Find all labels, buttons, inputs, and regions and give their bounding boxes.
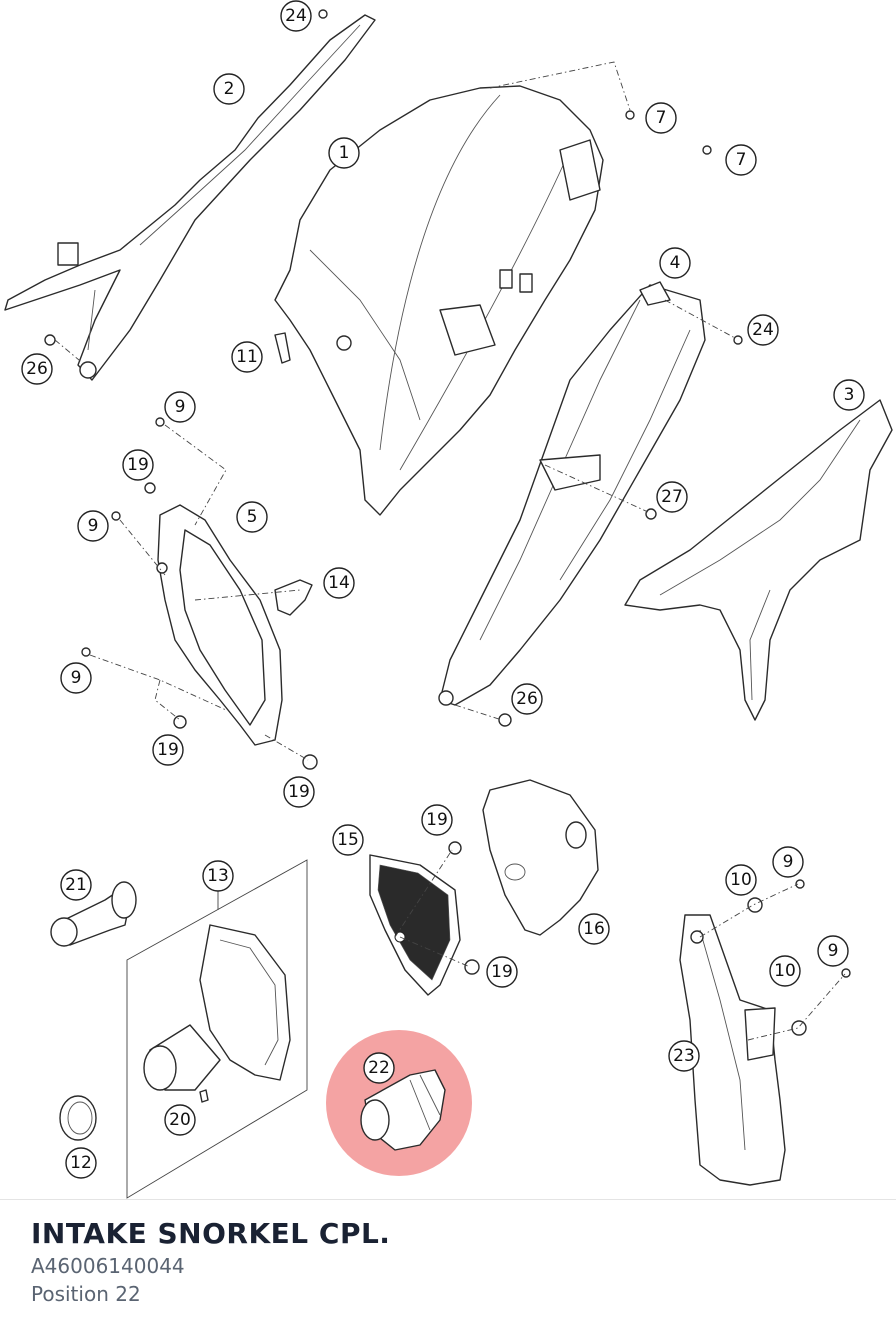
callout-26-left[interactable]: 26	[21, 353, 53, 385]
callout-10-a[interactable]: 10	[725, 864, 757, 896]
svg-text:19: 19	[491, 962, 513, 982]
callout-19-c[interactable]: 19	[283, 776, 315, 808]
svg-text:10: 10	[730, 870, 752, 890]
svg-text:27: 27	[661, 487, 683, 507]
callout-24-right[interactable]: 24	[747, 314, 779, 346]
callout-2[interactable]: 2	[213, 73, 245, 105]
svg-text:26: 26	[26, 359, 48, 379]
svg-text:19: 19	[157, 740, 179, 760]
svg-text:9: 9	[175, 397, 186, 417]
svg-text:16: 16	[583, 919, 605, 939]
fastener-drawings	[44, 9, 851, 1036]
part-22-drawing[interactable]	[360, 1069, 446, 1151]
svg-text:15: 15	[337, 830, 359, 850]
svg-text:24: 24	[285, 6, 307, 26]
svg-text:19: 19	[127, 455, 149, 475]
callout-9-e[interactable]: 9	[817, 935, 849, 967]
part-16-drawing	[482, 779, 599, 936]
part-name: INTAKE SNORKEL CPL.	[31, 1217, 391, 1250]
part-13-drawing	[126, 859, 308, 1199]
callout-9-a[interactable]: 9	[164, 391, 196, 423]
callout-7-lower[interactable]: 7	[725, 144, 757, 176]
part-12-drawing	[59, 1095, 97, 1141]
svg-text:3: 3	[844, 385, 855, 405]
part-14-drawing	[274, 579, 313, 616]
callout-9-c[interactable]: 9	[60, 662, 92, 694]
callout-19-b[interactable]: 19	[152, 734, 184, 766]
part-1-drawing	[274, 85, 604, 516]
callout-9-b[interactable]: 9	[77, 510, 109, 542]
callout-5[interactable]: 5	[236, 501, 268, 533]
svg-text:13: 13	[207, 866, 229, 886]
svg-text:12: 12	[70, 1153, 92, 1173]
part-number: A46006140044	[31, 1254, 185, 1278]
svg-text:1: 1	[339, 143, 350, 163]
part-2-drawing	[4, 14, 376, 381]
exploded-parts-diagram: 24 2 1 7 7 4 24 26 11 3 9 19	[4, 0, 893, 1199]
svg-text:9: 9	[783, 852, 794, 872]
callout-27[interactable]: 27	[656, 481, 688, 513]
part-3-drawing	[624, 399, 893, 721]
svg-text:23: 23	[673, 1046, 695, 1066]
part-20-drawing	[199, 1089, 209, 1103]
svg-text:22: 22	[368, 1058, 390, 1078]
callout-24-top[interactable]: 24	[280, 0, 312, 32]
callout-12[interactable]: 12	[65, 1147, 97, 1179]
callout-10-b[interactable]: 10	[769, 955, 801, 987]
svg-text:14: 14	[328, 573, 350, 593]
footer-divider	[0, 1199, 896, 1200]
callout-4[interactable]: 4	[659, 247, 691, 279]
part-5-drawing	[156, 504, 283, 746]
callout-15[interactable]: 15	[332, 824, 364, 856]
svg-text:4: 4	[670, 253, 681, 273]
callout-26-right[interactable]: 26	[511, 683, 543, 715]
callout-19-e[interactable]: 19	[486, 956, 518, 988]
svg-text:21: 21	[65, 875, 87, 895]
svg-text:2: 2	[224, 79, 235, 99]
part-4-drawing	[438, 281, 706, 706]
callout-14[interactable]: 14	[323, 567, 355, 599]
svg-text:9: 9	[828, 941, 839, 961]
svg-text:26: 26	[516, 689, 538, 709]
svg-text:24: 24	[752, 320, 774, 340]
svg-text:11: 11	[236, 347, 258, 367]
part-21-drawing	[50, 881, 137, 947]
callout-11[interactable]: 11	[231, 341, 263, 373]
svg-text:19: 19	[288, 782, 310, 802]
callout-21[interactable]: 21	[60, 869, 92, 901]
callout-19-d[interactable]: 19	[421, 804, 453, 836]
svg-text:7: 7	[736, 150, 747, 170]
part-15-drawing	[369, 854, 461, 996]
svg-text:20: 20	[169, 1110, 191, 1130]
callout-9-d[interactable]: 9	[772, 846, 804, 878]
callout-20[interactable]: 20	[164, 1104, 196, 1136]
svg-text:9: 9	[88, 516, 99, 536]
callout-22-selected[interactable]: 22	[363, 1052, 395, 1084]
callout-1[interactable]: 1	[328, 137, 360, 169]
leader-lines	[54, 61, 846, 1041]
callout-7-upper[interactable]: 7	[645, 102, 677, 134]
part-23-drawing	[679, 914, 786, 1186]
callout-3[interactable]: 3	[833, 379, 865, 411]
svg-text:5: 5	[247, 507, 258, 527]
part-info-panel: INTAKE SNORKEL CPL. A46006140044 Positio…	[31, 1216, 390, 1308]
callout-19-a[interactable]: 19	[122, 449, 154, 481]
svg-text:10: 10	[774, 961, 796, 981]
svg-text:19: 19	[426, 810, 448, 830]
callout-13[interactable]: 13	[202, 860, 234, 892]
callout-16[interactable]: 16	[578, 913, 610, 945]
callout-23[interactable]: 23	[668, 1040, 700, 1072]
part-position: Position 22	[31, 1282, 141, 1306]
svg-text:7: 7	[656, 108, 667, 128]
part-11-drawing	[274, 332, 291, 364]
svg-text:9: 9	[71, 668, 82, 688]
